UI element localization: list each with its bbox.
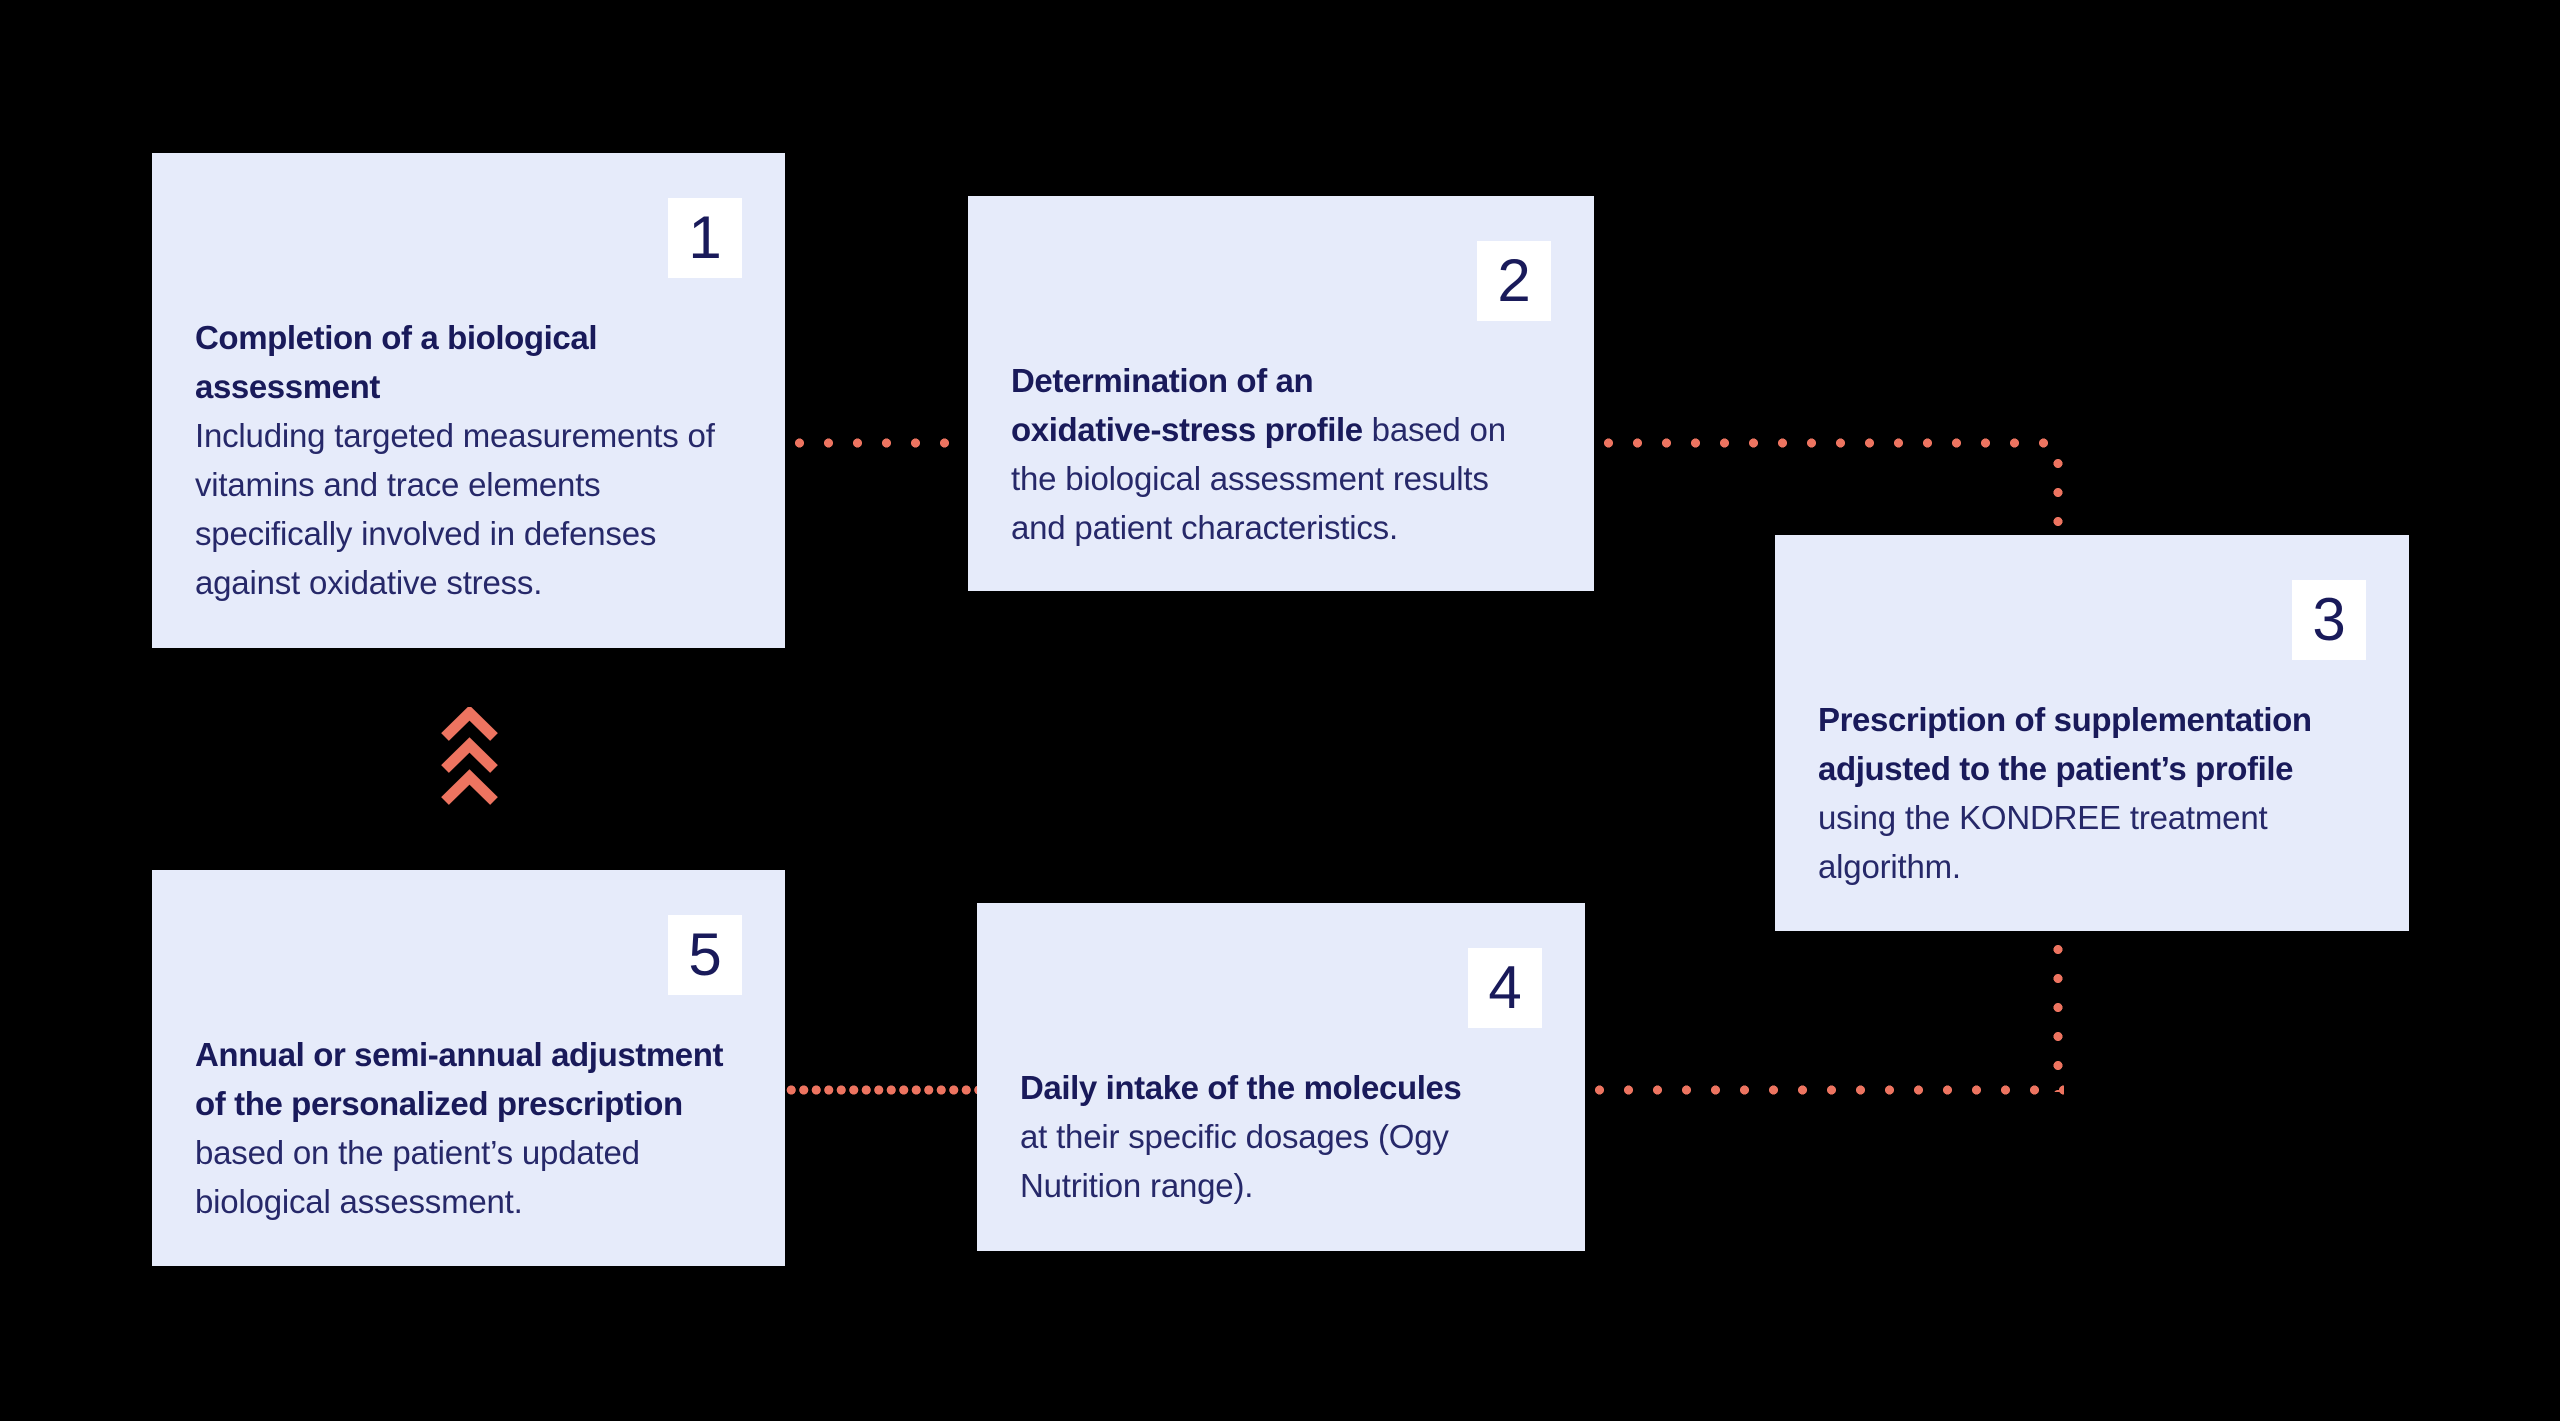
- step-1-number-badge: 1: [668, 198, 742, 278]
- step-2-text: Determination of an oxidative-stress pro…: [1011, 356, 1582, 552]
- connector-step2-step3-horizontal: [1594, 437, 2064, 449]
- step-1-text: Completion of a biological assessment In…: [195, 313, 773, 607]
- step-3-number: 3: [2312, 586, 2346, 653]
- step-5-number: 5: [688, 921, 722, 988]
- connector-step3-step4-vertical: [2052, 935, 2064, 1092]
- step-card-1: 1 Completion of a biological assessment …: [152, 153, 785, 648]
- text-line: biological assessment.: [195, 1183, 523, 1220]
- text-line: of the personalized prescription: [195, 1085, 683, 1122]
- text-line: Determination of an: [1011, 362, 1314, 399]
- step-5-number-badge: 5: [668, 915, 742, 995]
- step-card-4: 4 Daily intake of the molecules at their…: [977, 903, 1585, 1251]
- connector-step4-step5: [785, 1084, 977, 1096]
- text-line: Prescription of supplementation: [1818, 701, 2312, 738]
- connector-step3-step4-horizontal: [1585, 1084, 2064, 1096]
- step-4-text: Daily intake of the molecules at their s…: [1020, 1063, 1573, 1210]
- text-line: assessment: [195, 368, 380, 405]
- text-line: the biological assessment results: [1011, 460, 1489, 497]
- step-1-number: 1: [688, 204, 722, 271]
- text-line: against oxidative stress.: [195, 564, 543, 601]
- text-line: specifically involved in defenses: [195, 515, 657, 552]
- text-line: vitamins and trace elements: [195, 466, 601, 503]
- step-card-3: 3 Prescription of supplementation adjust…: [1775, 535, 2409, 931]
- step-3-text: Prescription of supplementation adjusted…: [1818, 695, 2397, 891]
- text-line: Including targeted measurements of: [195, 417, 715, 454]
- text-line: and patient characteristics.: [1011, 509, 1398, 546]
- text-line: oxidative-stress profile based on: [1011, 411, 1506, 448]
- text-line: at their specific dosages (Ogy: [1020, 1118, 1449, 1155]
- connector-step2-step3-vertical: [2052, 449, 2064, 535]
- step-2-number-badge: 2: [1477, 241, 1551, 321]
- text-line: based on the patient’s updated: [195, 1134, 640, 1171]
- step-card-5: 5 Annual or semi-annual adjustment of th…: [152, 870, 785, 1266]
- step-3-number-badge: 3: [2292, 580, 2366, 660]
- text-line: Completion of a biological: [195, 319, 598, 356]
- triple-chevron-up-icon: [441, 707, 498, 805]
- text-line: adjusted to the patient’s profile: [1818, 750, 2294, 787]
- text-line: using the KONDREE treatment: [1818, 799, 2268, 836]
- text-line: Annual or semi-annual adjustment: [195, 1036, 724, 1073]
- step-4-number: 4: [1488, 954, 1522, 1021]
- text-line: algorithm.: [1818, 848, 1961, 885]
- text-line: Nutrition range).: [1020, 1167, 1254, 1204]
- step-5-text: Annual or semi-annual adjustment of the …: [195, 1030, 773, 1226]
- step-card-2: 2 Determination of an oxidative-stress p…: [968, 196, 1594, 591]
- step-4-number-badge: 4: [1468, 948, 1542, 1028]
- step-2-number: 2: [1497, 247, 1531, 314]
- text-line: Daily intake of the molecules: [1020, 1069, 1462, 1106]
- connector-step1-step2: [785, 437, 968, 449]
